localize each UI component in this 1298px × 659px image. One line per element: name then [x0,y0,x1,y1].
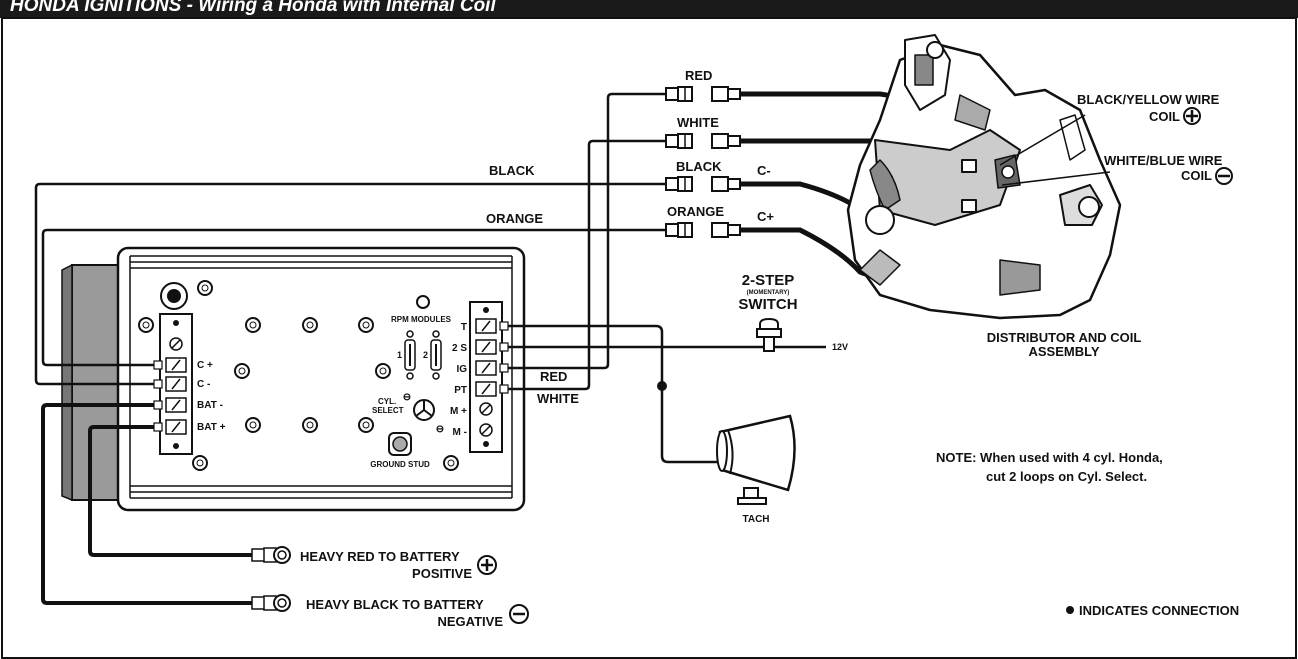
two-step-switch [756,317,782,352]
coil-negative-icon [1215,167,1233,185]
battery-ring-black [251,594,291,612]
tach-label: TACH [742,514,769,525]
tach-wire [508,324,720,464]
terminal-c-minus: C - [197,379,210,390]
red-wire [508,92,666,370]
terminal-pt: PT [454,385,467,396]
distributor-label-line2: ASSEMBLY [1028,344,1099,359]
battery-ring-red [251,546,291,564]
title-bar: HONDA IGNITIONS - Wiring a Honda with In… [0,0,1298,18]
pointer-coil-positive [999,114,1086,166]
switch-subtitle: (MOMENTARY) [747,290,790,296]
white-blue-label: WHITE/BLUE WIRE [1104,153,1223,168]
terminal-c-plus: C + [197,360,213,371]
heavy-red-wire [88,425,256,557]
ground-stud-label: GROUND STUD [370,460,430,469]
cyl-select-minus-top: ⊖ [403,392,411,403]
legend-text: INDICATES CONNECTION [1079,603,1239,618]
terminal-bat-plus: BAT + [197,422,226,433]
white-wire [508,139,666,391]
switch-voltage: 12V [832,342,848,352]
diagram-title: HONDA IGNITIONS - Wiring a Honda with In… [10,0,496,16]
battery-red-line1: HEAVY RED TO BATTERY [300,549,460,564]
black-wire [34,182,666,386]
coil-positive-label: COIL [1149,109,1180,124]
connector-white-label: WHITE [677,115,719,130]
switch-title: 2-STEP [742,272,795,289]
module-2-label: 2 [423,350,428,360]
note-line2: cut 2 loops on Cyl. Select. [986,469,1147,484]
frame [1,17,1297,659]
connection-dot [657,381,667,391]
connector-red-label: RED [685,68,712,83]
terminal-bat-minus: BAT - [197,400,223,411]
box-red-label: RED [540,369,567,384]
battery-black-line1: HEAVY BLACK TO BATTERY [306,597,484,612]
negative-icon [509,604,529,624]
terminal-m-minus: M - [453,427,467,438]
coil-negative-label: COIL [1181,168,1212,183]
terminal-ig: IG [456,364,467,375]
module-1-label: 1 [397,350,402,360]
tach-icon [716,414,796,505]
cyl-select-label-1: CYL. [378,397,396,406]
distributor-assembly [846,34,1122,320]
coil-positive-icon [1183,107,1201,125]
positive-icon [477,555,497,575]
terminal-m-plus: M + [450,406,467,417]
ignition-box: C + C - BAT - BAT + T [61,246,526,512]
switch-name: SWITCH [738,296,797,313]
cyl-select-label-2: SELECT [372,406,404,415]
cyl-select-minus-bottom: ⊖ [436,424,444,435]
rpm-modules-label: RPM MODULES [391,315,452,324]
battery-black-line2: NEGATIVE [438,614,504,629]
black-yellow-label: BLACK/YELLOW WIRE [1077,92,1220,107]
terminal-t: T [461,322,467,333]
legend-dot-icon [1066,606,1074,614]
connectors [665,86,741,238]
black-wire-label: BLACK [489,163,535,178]
connector-orange-label: ORANGE [667,204,724,219]
note-line1: NOTE: When used with 4 cyl. Honda, [936,450,1163,465]
battery-red-line2: POSITIVE [412,566,472,581]
heavy-black-wire [41,403,256,605]
c-minus-label: C- [757,163,771,178]
distributor-label-line1: DISTRIBUTOR AND COIL [987,330,1142,345]
orange-wire-label: ORANGE [486,211,543,226]
pointer-coil-negative [1001,171,1111,186]
c-plus-label: C+ [757,209,774,224]
box-white-label: WHITE [537,391,579,406]
terminal-2s: 2 S [452,343,467,354]
connector-black-label: BLACK [676,159,722,174]
orange-wire [41,228,666,367]
